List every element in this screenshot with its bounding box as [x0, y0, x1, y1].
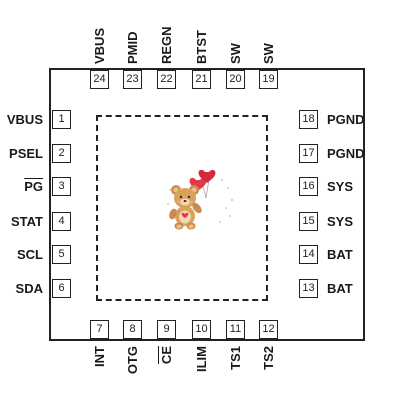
- pin-19-box: 19: [259, 70, 278, 89]
- pin-20-label: SW: [228, 43, 243, 64]
- pin-4-label: STAT: [10, 214, 43, 229]
- pin-15-label: SYS: [327, 214, 354, 229]
- pin-14-label: BAT: [327, 247, 353, 262]
- pin-12-label: TS2: [261, 346, 276, 370]
- pin-22-label: REGN: [159, 26, 174, 64]
- pin-15-box: 15: [299, 212, 318, 231]
- pin-8-label: OTG: [125, 346, 140, 375]
- pin-24-label: VBUS: [92, 27, 107, 64]
- pin-21-label: BTST: [194, 30, 209, 64]
- pin-4-box: 4: [52, 212, 71, 231]
- pin-7-box: 7: [90, 320, 109, 339]
- pin-9-box: 9: [157, 320, 176, 339]
- pin-2-label: PSEL: [9, 146, 43, 161]
- pin-3-label: PG: [24, 179, 43, 194]
- pin-14-box: 14: [299, 245, 318, 264]
- pin-17-label: PGND: [327, 146, 365, 161]
- pin-16-label: SYS: [327, 179, 354, 194]
- pin-23-box: 23: [123, 70, 142, 89]
- pin-5-label: SCL: [17, 247, 43, 262]
- pin-23-label: PMID: [125, 31, 140, 65]
- pin-10-box: 10: [192, 320, 211, 339]
- pin-2-box: 2: [52, 144, 71, 163]
- pin-18-label: PGND: [327, 112, 365, 127]
- pin-1-label: VBUS: [6, 112, 43, 127]
- pin-21-box: 21: [192, 70, 211, 89]
- pin-5-box: 5: [52, 245, 71, 264]
- pin-9-label: CE: [159, 346, 174, 365]
- pin-19-label: SW: [261, 43, 276, 64]
- pin-6-box: 6: [52, 279, 71, 298]
- pin-22-box: 22: [157, 70, 176, 89]
- pin-10-label: ILIM: [194, 346, 209, 372]
- teddy-bear-icon: [160, 160, 240, 240]
- pin-24-box: 24: [90, 70, 109, 89]
- pin-20-box: 20: [226, 70, 245, 89]
- pin-1-box: 1: [52, 110, 71, 129]
- pin-17-box: 17: [299, 144, 318, 163]
- pin-16-box: 16: [299, 177, 318, 196]
- pin-8-box: 8: [123, 320, 142, 339]
- pin-11-box: 11: [226, 320, 245, 339]
- pin-7-label: INT: [92, 346, 107, 367]
- pin-12-box: 12: [259, 320, 278, 339]
- pin-11-label: TS1: [228, 346, 243, 370]
- pin-13-label: BAT: [327, 281, 353, 296]
- pin-13-box: 13: [299, 279, 318, 298]
- pin-18-box: 18: [299, 110, 318, 129]
- pin-6-label: SDA: [15, 281, 43, 296]
- pin-3-box: 3: [52, 177, 71, 196]
- exposed-thermal-pad: [96, 115, 268, 301]
